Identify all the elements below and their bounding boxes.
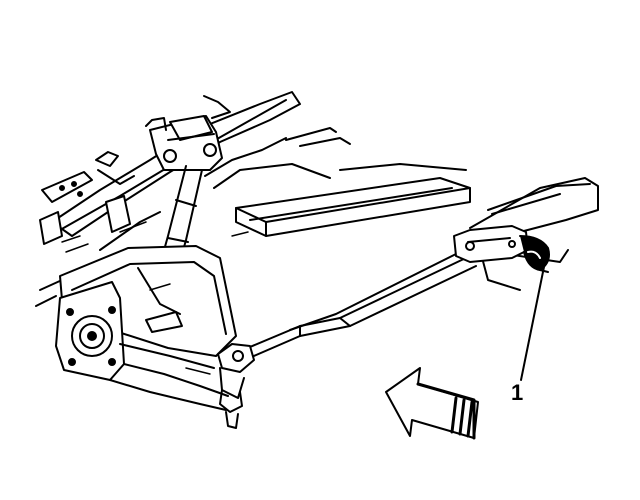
steering-knuckle	[55, 281, 229, 411]
callout-number-1: 1	[511, 380, 524, 405]
tie-rod-end	[217, 343, 255, 429]
rear-frame-crossmember	[204, 127, 471, 237]
tie-rod	[237, 253, 477, 363]
callout-leader-line	[520, 261, 546, 381]
shading-marks	[61, 221, 249, 375]
lower-control-arm	[59, 211, 237, 357]
direction-arrow-icon	[385, 367, 479, 440]
idler-arm-bracket	[453, 225, 550, 273]
upper-control-arm	[145, 95, 231, 171]
